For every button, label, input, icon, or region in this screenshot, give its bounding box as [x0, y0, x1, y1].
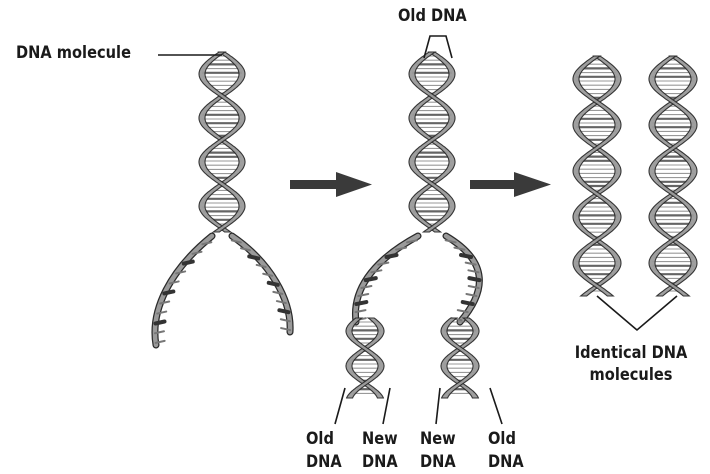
strand-label-old-left: Old — [306, 430, 334, 449]
strand-leader-4 — [490, 388, 502, 424]
strand-label-new-right: New — [420, 430, 456, 449]
identical-bracket — [597, 296, 677, 330]
fork-separating-strand-right — [446, 236, 480, 322]
process-arrow-2 — [470, 172, 551, 197]
strand-leader-3 — [436, 388, 440, 424]
identical-dna-label: Identical DNA — [562, 344, 700, 363]
identical-dna-label-line2: molecules — [562, 366, 700, 385]
identical-dna-helix-2-base-pairs — [652, 60, 694, 291]
strand-label-new-right-2: DNA — [420, 453, 456, 472]
fork-parent-helix — [409, 52, 455, 232]
strand-label-old-right-2: DNA — [488, 453, 524, 472]
original-dna-helix — [199, 52, 245, 232]
strand-leader-2 — [383, 388, 390, 424]
old-dna-top-label: Old DNA — [398, 7, 467, 26]
fork-daughter-helix-left — [346, 318, 384, 398]
dna-molecule-label: DNA molecule — [16, 44, 131, 63]
identical-dna-helix-2 — [649, 56, 697, 296]
strand-label-new-left-2: DNA — [362, 453, 398, 472]
original-unwound-strand-right — [232, 236, 290, 332]
identical-dna-helix-1 — [573, 56, 621, 296]
identical-dna-helix-1-base-pairs — [576, 60, 618, 291]
strand-label-old-left-2: DNA — [306, 453, 342, 472]
original-unwound-strand-left — [155, 236, 212, 345]
strand-label-old-right: Old — [488, 430, 516, 449]
process-arrow-1 — [290, 172, 372, 197]
strand-leader-1 — [335, 388, 345, 424]
fork-separating-strand-left — [355, 236, 418, 322]
fork-daughter-helix-right — [441, 318, 479, 398]
strand-label-new-left: New — [362, 430, 398, 449]
